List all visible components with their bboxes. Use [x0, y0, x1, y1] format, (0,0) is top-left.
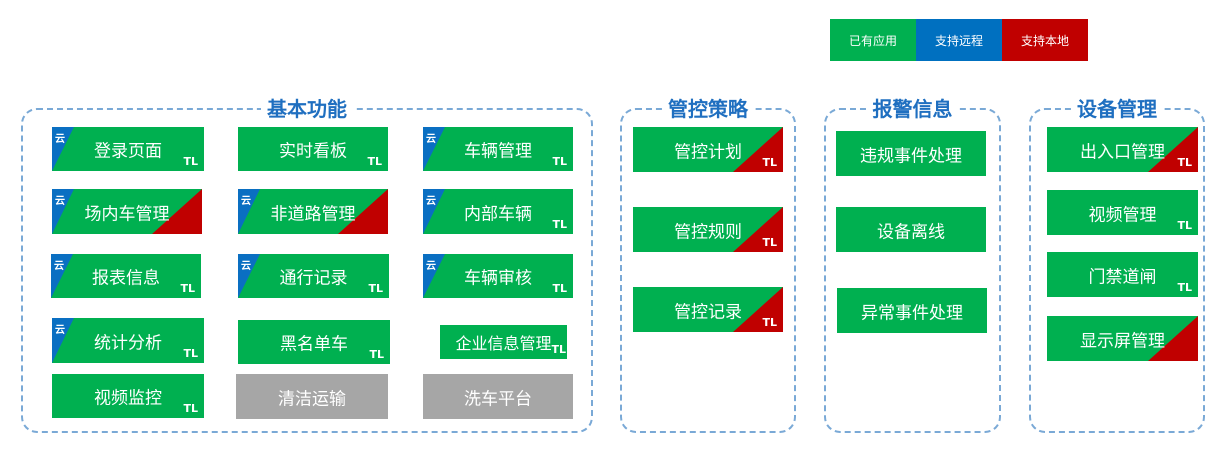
cloud-icon: 云 [241, 261, 251, 272]
tile-video-management[interactable]: 视频管理 TL [1047, 190, 1198, 235]
tile-label: 非道路管理 [270, 204, 356, 224]
tl-tag: TL [762, 156, 777, 169]
cloud-icon: 云 [426, 261, 436, 272]
tl-tag: TL [180, 282, 195, 295]
cloud-icon: 云 [55, 134, 65, 145]
tl-tag: TL [552, 282, 567, 295]
tile-label: 视频监控 [94, 388, 162, 409]
tile-label: 违规事件处理 [860, 146, 962, 166]
legend-local: 支持本地 [1002, 19, 1088, 61]
tl-tag: TL [1177, 219, 1192, 232]
tl-tag: TL [1177, 281, 1192, 294]
tl-tag: TL [552, 155, 567, 168]
tile-label: 黑名单车 [280, 334, 348, 355]
tile-control-records[interactable]: 管控记录 TL [633, 287, 783, 332]
cloud-icon: 云 [426, 134, 436, 145]
tl-tag: TL [762, 316, 777, 329]
tile-video-monitoring[interactable]: 视频监控 TL [52, 374, 204, 418]
cloud-icon: 云 [54, 261, 64, 272]
group-alarm-info: 报警信息 [824, 93, 1001, 433]
tl-tag: TL [552, 218, 567, 231]
tile-blacklist-vehicles[interactable]: 黑名单车 TL [238, 320, 390, 364]
tile-label: 设备离线 [877, 222, 945, 242]
tile-label: 场内车管理 [84, 204, 170, 224]
legend-installed: 已有应用 [830, 19, 916, 61]
group-control-strategy: 管控策略 [620, 93, 796, 433]
group-basic-functions: 基本功能 [21, 93, 593, 433]
tile-vehicle-review[interactable]: 云 车辆审核 TL [423, 254, 573, 298]
tl-tag: TL [762, 236, 777, 249]
tile-label: 管控计划 [674, 142, 742, 162]
tl-tag: TL [183, 402, 198, 415]
tile-label: 实时看板 [279, 141, 347, 162]
cloud-icon: 云 [55, 325, 65, 336]
tl-tag: TL [368, 282, 383, 295]
cloud-icon: 云 [241, 196, 251, 207]
tl-tag: TL [183, 155, 198, 168]
tile-realtime-board[interactable]: 实时看板 TL [238, 127, 388, 171]
group-title: 报警信息 [866, 93, 959, 122]
tl-tag: TL [183, 347, 198, 360]
group-title: 设备管理 [1071, 93, 1163, 122]
tile-label: 管控记录 [674, 302, 742, 322]
tl-tag: TL [1177, 156, 1192, 169]
tile-entrance-exit-management[interactable]: 出入口管理 TL [1047, 127, 1198, 172]
tile-label: 视频管理 [1088, 205, 1157, 225]
tile-login-page[interactable]: 云 登录页面 TL [52, 127, 204, 171]
tile-vehicle-management[interactable]: 云 车辆管理 TL [423, 127, 573, 171]
tile-statistics-analysis[interactable]: 云 统计分析 TL [52, 318, 204, 363]
tile-label: 车辆审核 [464, 268, 532, 289]
tile-internal-vehicles[interactable]: 云 内部车辆 TL [423, 189, 573, 234]
tile-label: 清洁运输 [278, 389, 346, 409]
group-title: 基本功能 [261, 93, 353, 122]
tile-label: 报表信息 [92, 268, 160, 289]
group-device-management: 设备管理 [1029, 93, 1205, 433]
tile-clean-transport[interactable]: 清洁运输 [236, 374, 388, 419]
tile-nonroad-management[interactable]: 云 非道路管理 [238, 189, 388, 234]
tile-label: 门禁道闸 [1088, 267, 1157, 287]
tile-label: 内部车辆 [464, 204, 532, 224]
tile-label: 显示屏管理 [1080, 331, 1165, 351]
legend-remote: 支持远程 [916, 19, 1002, 61]
tl-tag: TL [367, 155, 382, 168]
cloud-icon: 云 [426, 196, 436, 207]
tile-label: 管控规则 [674, 222, 742, 242]
tile-abnormal-event-handling[interactable]: 异常事件处理 [837, 288, 987, 333]
cloud-icon: 云 [55, 196, 65, 207]
tile-label: 洗车平台 [464, 389, 532, 409]
tile-car-wash-platform[interactable]: 洗车平台 [423, 374, 573, 419]
group-title: 管控策略 [662, 93, 754, 122]
legend: 已有应用 支持远程 支持本地 [830, 19, 1088, 61]
tile-display-screen-management[interactable]: 显示屏管理 [1047, 316, 1198, 361]
tile-device-offline[interactable]: 设备离线 [836, 207, 986, 252]
tile-label: 登录页面 [94, 141, 162, 162]
tl-tag: TL [369, 348, 384, 361]
tile-onsite-vehicle-management[interactable]: 云 场内车管理 [52, 189, 202, 234]
tile-access-gate[interactable]: 门禁道闸 TL [1047, 252, 1198, 297]
tile-enterprise-info-management[interactable]: 企业信息管理 TL [440, 325, 567, 359]
tile-control-plan[interactable]: 管控计划 TL [633, 127, 783, 172]
tile-label: 通行记录 [279, 268, 348, 289]
tile-control-rules[interactable]: 管控规则 TL [633, 207, 783, 252]
tile-label: 出入口管理 [1080, 142, 1165, 162]
tl-tag: TL [551, 343, 566, 356]
tile-violation-handling[interactable]: 违规事件处理 [836, 131, 986, 176]
tile-label: 企业信息管理 [455, 334, 552, 353]
tile-label: 统计分析 [94, 333, 162, 353]
tile-traffic-records[interactable]: 云 通行记录 TL [238, 254, 389, 298]
tile-report-info[interactable]: 云 报表信息 TL [51, 254, 201, 298]
tile-label: 异常事件处理 [861, 303, 963, 323]
tile-label: 车辆管理 [464, 141, 532, 162]
